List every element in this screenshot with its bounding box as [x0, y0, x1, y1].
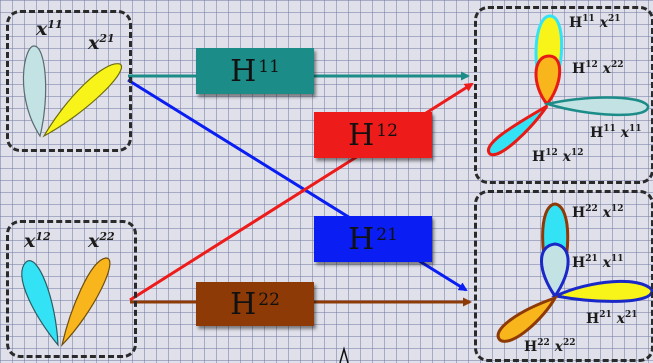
out-top-0-xs: 21: [608, 14, 621, 24]
out-top-label-h11x21: H11 x21: [569, 14, 621, 31]
channel-h12-sup: 12: [376, 121, 398, 141]
out-bottom-1-h: H: [572, 255, 586, 271]
out-top-3-x: x: [562, 149, 571, 165]
out-top-label-h11x11: H11 x11: [590, 124, 642, 141]
lobe-out-h11x11: [543, 96, 650, 117]
out-top-2-x: x: [620, 125, 629, 141]
out-top-2-h: H: [590, 125, 604, 141]
label-x12: x12: [24, 230, 51, 252]
out-top-1-hs: 12: [585, 60, 598, 70]
out-bottom-label-h21x21: H21 x21: [586, 310, 638, 327]
out-top-3-h: H: [532, 149, 546, 165]
out-bottom-2-xs: 21: [625, 310, 638, 320]
out-bottom-2-x: x: [616, 311, 625, 327]
channel-h11-sup: 11: [258, 57, 280, 77]
output-group-1: [474, 6, 653, 184]
lobe-out-h12x22: [534, 54, 562, 107]
label-x12-sup: 12: [35, 230, 51, 243]
label-x22-base: x: [88, 230, 100, 252]
lobe-out-h12x12: [486, 104, 549, 157]
channel-h22-sup: 22: [258, 290, 280, 310]
out-top-1-xs: 22: [611, 60, 624, 70]
out-bottom-label-h22x22: H22 x22: [524, 338, 576, 355]
lobe-x21: [42, 63, 123, 138]
out-bottom-0-xs: 12: [611, 204, 624, 214]
out-bottom-label-h22x12: H22 x12: [572, 204, 624, 221]
label-x11-base: x: [36, 18, 48, 40]
cursor-mark: [339, 346, 349, 363]
out-bottom-0-x: x: [602, 205, 611, 221]
input-lobes-top: [22, 45, 123, 138]
label-x21: x21: [88, 32, 115, 54]
channel-h22-base: H: [230, 286, 257, 322]
out-bottom-1-xs: 11: [611, 254, 624, 264]
out-bottom-2-hs: 21: [599, 310, 612, 320]
output-flower-top: [486, 14, 650, 157]
out-bottom-label-h21x11: H21 x11: [572, 254, 624, 271]
label-x11: x11: [36, 18, 63, 40]
lobe-x22: [60, 257, 111, 347]
input-group-2: [6, 220, 137, 358]
out-top-3-hs: 12: [545, 148, 558, 158]
out-top-label-h12x22: H12 x22: [572, 60, 624, 77]
output-group-2: [474, 190, 653, 362]
label-x22: x22: [88, 230, 115, 252]
lobe-out-h22x22: [496, 295, 559, 343]
out-bottom-2-h: H: [586, 311, 600, 327]
output-flower-bottom: [496, 202, 653, 343]
channel-h11-base: H: [230, 53, 257, 89]
label-x12-base: x: [24, 230, 36, 252]
out-top-2-xs: 11: [629, 124, 642, 134]
channel-h12-base: H: [348, 117, 375, 153]
out-bottom-0-hs: 22: [585, 204, 598, 214]
lobe-out-h21x11: [540, 242, 570, 299]
channel-h21-sup: 21: [376, 225, 398, 245]
out-top-0-x: x: [599, 15, 608, 31]
lobe-x11: [22, 45, 47, 138]
out-bottom-3-x: x: [554, 339, 563, 355]
out-top-label-h12x12: H12 x12: [532, 148, 584, 165]
out-top-2-hs: 11: [603, 124, 616, 134]
out-bottom-1-hs: 21: [585, 254, 598, 264]
label-x21-base: x: [88, 32, 100, 54]
out-top-0-h: H: [569, 15, 583, 31]
out-bottom-3-hs: 22: [537, 338, 550, 348]
out-bottom-3-xs: 22: [563, 338, 576, 348]
out-bottom-3-h: H: [524, 339, 538, 355]
out-bottom-0-h: H: [572, 205, 586, 221]
channel-h21-base: H: [348, 221, 375, 257]
label-x21-sup: 21: [99, 32, 115, 45]
label-x11-sup: 11: [47, 18, 63, 31]
label-x22-sup: 22: [99, 230, 115, 243]
out-top-0-hs: 11: [582, 14, 595, 24]
out-top-1-h: H: [572, 61, 586, 77]
out-top-3-xs: 12: [571, 148, 584, 158]
out-bottom-1-x: x: [602, 255, 611, 271]
lobe-x12: [21, 260, 59, 347]
input-group-1: [6, 10, 132, 152]
out-top-1-x: x: [602, 61, 611, 77]
input-lobes-bottom: [21, 257, 111, 347]
